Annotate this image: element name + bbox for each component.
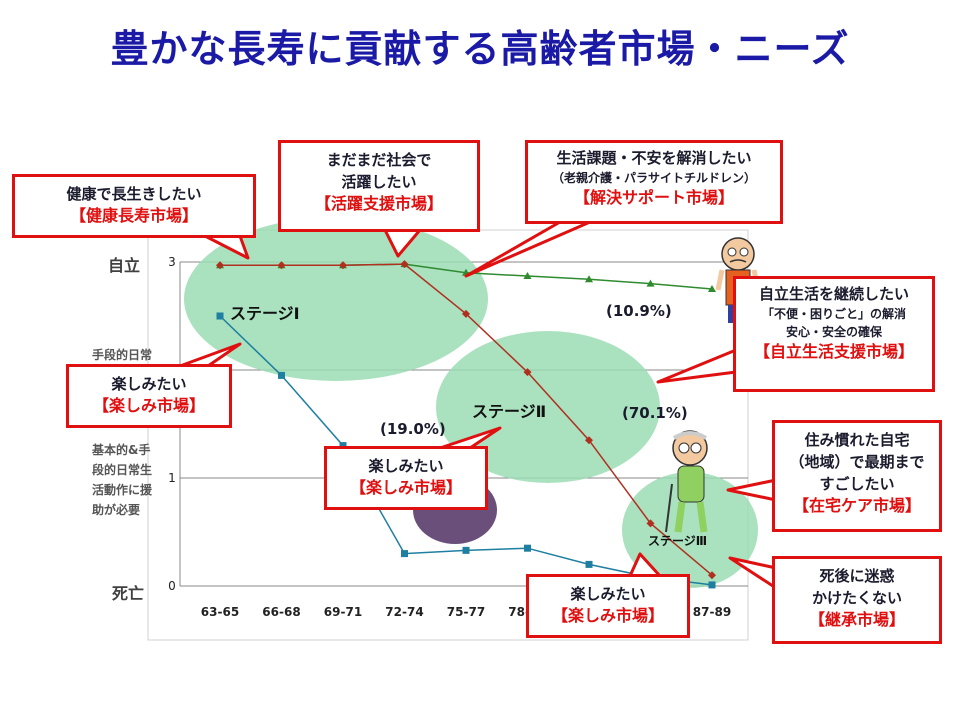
callout-legacy-market: 【継承市場】 — [808, 610, 905, 629]
callout-active-market: 【活躍支援市場】 — [314, 194, 443, 213]
callout-indep-text-3: 安心・安全の確保 — [785, 325, 882, 339]
percent-stage-1: (10.9%) — [606, 302, 672, 320]
callout-home-text-1: 住み慣れた自宅 — [804, 431, 910, 449]
callout-enjoy-1: 楽しみたい 【楽しみ市場】 — [66, 364, 232, 428]
y-tick-label: 0 — [168, 579, 176, 593]
callout-enjoy1-market: 【楽しみ市場】 — [92, 396, 205, 415]
y-label-iadl: 手段的日常 — [92, 348, 153, 362]
callout-solve-text-2: （老親介護・パラサイトチルドレン） — [551, 171, 756, 185]
callout-home-market: 【在宅ケア市場】 — [792, 496, 921, 515]
y-tick-label: 3 — [168, 255, 176, 269]
y-label-adl-line-3: 活動作に援 — [92, 483, 153, 497]
point-s0-5 — [523, 272, 532, 280]
callout-legacy-text-2: かけたくない — [811, 589, 902, 607]
point-s2-0 — [216, 312, 224, 320]
stage-1-ellipse — [184, 217, 488, 381]
percent-stage-3: (70.1%) — [622, 404, 688, 422]
y-label-adl-line-4: 助が必要 — [92, 503, 141, 517]
point-s1-1 — [277, 261, 286, 270]
y-label-adl-assist: 基本的&手 段的日常生 活動作に援 助が必要 — [92, 440, 152, 520]
callout-pointers — [178, 220, 778, 590]
point-s1-6 — [585, 436, 593, 445]
stage-ellipses — [184, 217, 758, 588]
point-s1-3 — [400, 260, 409, 269]
y-label-adl-line-2: 段的日常生 — [92, 463, 153, 477]
point-s1-7 — [646, 519, 655, 528]
callout-health-longevity: 健康で長生きしたい 【健康長寿市場】 — [12, 174, 256, 238]
callout-solution-support: 生活課題・不安を解消したい （老親介護・パラサイトチルドレン） 【解決サポート市… — [525, 140, 783, 224]
page-title: 豊かな長寿に貢献する高齢者市場・ニーズ — [110, 27, 850, 71]
point-s1-4 — [462, 309, 470, 318]
x-tick-label: 72-74 — [385, 605, 423, 619]
callout-legacy: 死後に迷惑 かけたくない 【継承市場】 — [772, 556, 942, 644]
point-s1-0 — [216, 261, 224, 270]
y-label-independent: 自立 — [108, 256, 141, 275]
callout-health-text: 健康で長生きしたい — [66, 185, 202, 203]
callout-indep-market: 【自立生活支援市場】 — [753, 342, 914, 361]
callout-active-text-2: 活躍したい — [341, 173, 417, 191]
callout-enjoy2-market: 【楽しみ市場】 — [349, 478, 462, 497]
point-s1-8 — [708, 571, 716, 580]
x-tick-label: 63-65 — [201, 605, 239, 619]
callout-solve-text-1: 生活課題・不安を解消したい — [556, 149, 752, 167]
point-s2-2 — [339, 442, 347, 450]
stage-3-ellipse — [622, 472, 758, 588]
point-s0-6 — [585, 275, 593, 283]
x-tick-label: 69-71 — [324, 605, 362, 619]
y-tick-label: 1 — [168, 471, 176, 485]
callout-enjoy3-market: 【楽しみ市場】 — [551, 606, 664, 625]
point-s2-1 — [278, 371, 285, 379]
point-s1-2 — [339, 261, 347, 270]
percent-stage-2: (19.0%) — [380, 420, 446, 438]
point-s0-8 — [708, 285, 716, 292]
stage-1-label: ステージⅠ — [230, 304, 300, 323]
x-tick-label: 75-77 — [447, 605, 485, 619]
y-label-death: 死亡 — [112, 584, 145, 603]
point-s1-5 — [523, 368, 532, 377]
stage-2-ellipse — [436, 331, 660, 483]
elderly-man-cane-icon — [665, 430, 708, 533]
callout-enjoy-2: 楽しみたい 【楽しみ市場】 — [324, 446, 488, 510]
stage-2-label: ステージⅡ — [472, 402, 547, 421]
point-s2-3 — [401, 550, 408, 558]
callout-indep-text-1: 自立生活を継続したい — [758, 285, 909, 303]
callout-indep-text-2: 「不便・困りごと」の解消 — [761, 307, 906, 321]
callout-active-support: まだまだ社会で 活躍したい 【活躍支援市場】 — [278, 140, 480, 232]
point-s2-8 — [708, 581, 716, 589]
callout-legacy-text-1: 死後に迷惑 — [819, 567, 895, 585]
x-tick-label: 87-89 — [693, 605, 731, 619]
callout-enjoy2-text: 楽しみたい — [368, 457, 444, 475]
callout-home-text-2: （地域）で最期まで — [789, 453, 925, 471]
point-s2-4 — [462, 546, 470, 554]
x-tick-label: 66-68 — [262, 605, 300, 619]
y-label-adl-line-1: 基本的&手 — [92, 443, 151, 457]
point-s0-7 — [646, 279, 655, 287]
stage-3-label: ステージⅢ — [648, 534, 708, 548]
callout-solve-market: 【解決サポート市場】 — [573, 188, 734, 207]
callout-active-text-1: まだまだ社会で — [326, 151, 432, 169]
point-s2-5 — [524, 544, 531, 552]
callout-enjoy1-text: 楽しみたい — [111, 375, 187, 393]
point-s2-6 — [585, 560, 593, 568]
callout-health-market: 【健康長寿市場】 — [69, 206, 198, 225]
callout-home-text-3: すごしたい — [819, 475, 895, 493]
callout-home-care: 住み慣れた自宅 （地域）で最期まで すごしたい 【在宅ケア市場】 — [772, 420, 942, 532]
callout-enjoy-3: 楽しみたい 【楽しみ市場】 — [526, 574, 690, 638]
callout-independent-living: 自立生活を継続したい 「不便・困りごと」の解消 安心・安全の確保 【自立生活支援… — [733, 276, 935, 392]
callout-enjoy3-text: 楽しみたい — [570, 585, 646, 603]
